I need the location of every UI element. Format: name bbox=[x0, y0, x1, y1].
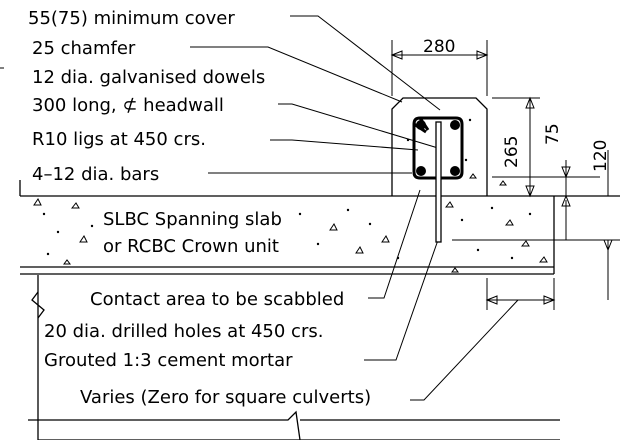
label-ligs: R10 ligs at 450 crs. bbox=[32, 129, 206, 150]
ligature bbox=[412, 116, 464, 180]
leader-grout bbox=[364, 239, 439, 361]
label-drilled-holes: 20 dia. drilled holes at 450 crs. bbox=[44, 321, 323, 342]
label-varies: Varies (Zero for square culverts) bbox=[80, 387, 371, 408]
dimension-varies bbox=[485, 278, 556, 310]
label-chamfer: 25 chamfer bbox=[32, 38, 136, 59]
bar-bottom-right bbox=[450, 166, 460, 176]
dimension-height-265 bbox=[452, 96, 620, 300]
dowel bbox=[435, 121, 442, 243]
label-slab-line2: or RCBC Crown unit bbox=[103, 236, 279, 257]
slab bbox=[19, 180, 620, 440]
dimension-width bbox=[390, 40, 489, 96]
leader-contact bbox=[368, 189, 421, 299]
bar-top-left bbox=[416, 120, 426, 130]
dimension-width-label: 280 bbox=[423, 37, 455, 57]
leader-cover bbox=[290, 15, 441, 111]
bar-top-right bbox=[450, 120, 460, 130]
label-grout: Grouted 1:3 cement mortar bbox=[44, 350, 293, 371]
bar-bottom-left bbox=[416, 166, 426, 176]
label-dowels-length: 300 long, ⊄ headwall bbox=[32, 95, 224, 116]
concrete-texture bbox=[33, 118, 548, 273]
leader-dowels bbox=[278, 103, 439, 149]
leader-varies bbox=[410, 299, 519, 401]
leader-chamfer bbox=[190, 46, 403, 103]
leader-ligs bbox=[270, 139, 419, 151]
label-contact-area: Contact area to be scabbled bbox=[90, 289, 344, 310]
label-slab-line1: SLBC Spanning slab bbox=[103, 209, 282, 230]
dimension-75-label: 75 bbox=[543, 123, 563, 145]
label-dowels: 12 dia. galvanised dowels bbox=[32, 67, 265, 88]
label-minimum-cover: 55(75) minimum cover bbox=[28, 8, 235, 29]
label-bars: 4–12 dia. bars bbox=[32, 164, 159, 185]
leader-lines bbox=[190, 15, 519, 401]
dimension-120-label: 120 bbox=[591, 140, 611, 172]
dimension-265-label: 265 bbox=[502, 136, 522, 168]
headwall bbox=[391, 97, 488, 243]
